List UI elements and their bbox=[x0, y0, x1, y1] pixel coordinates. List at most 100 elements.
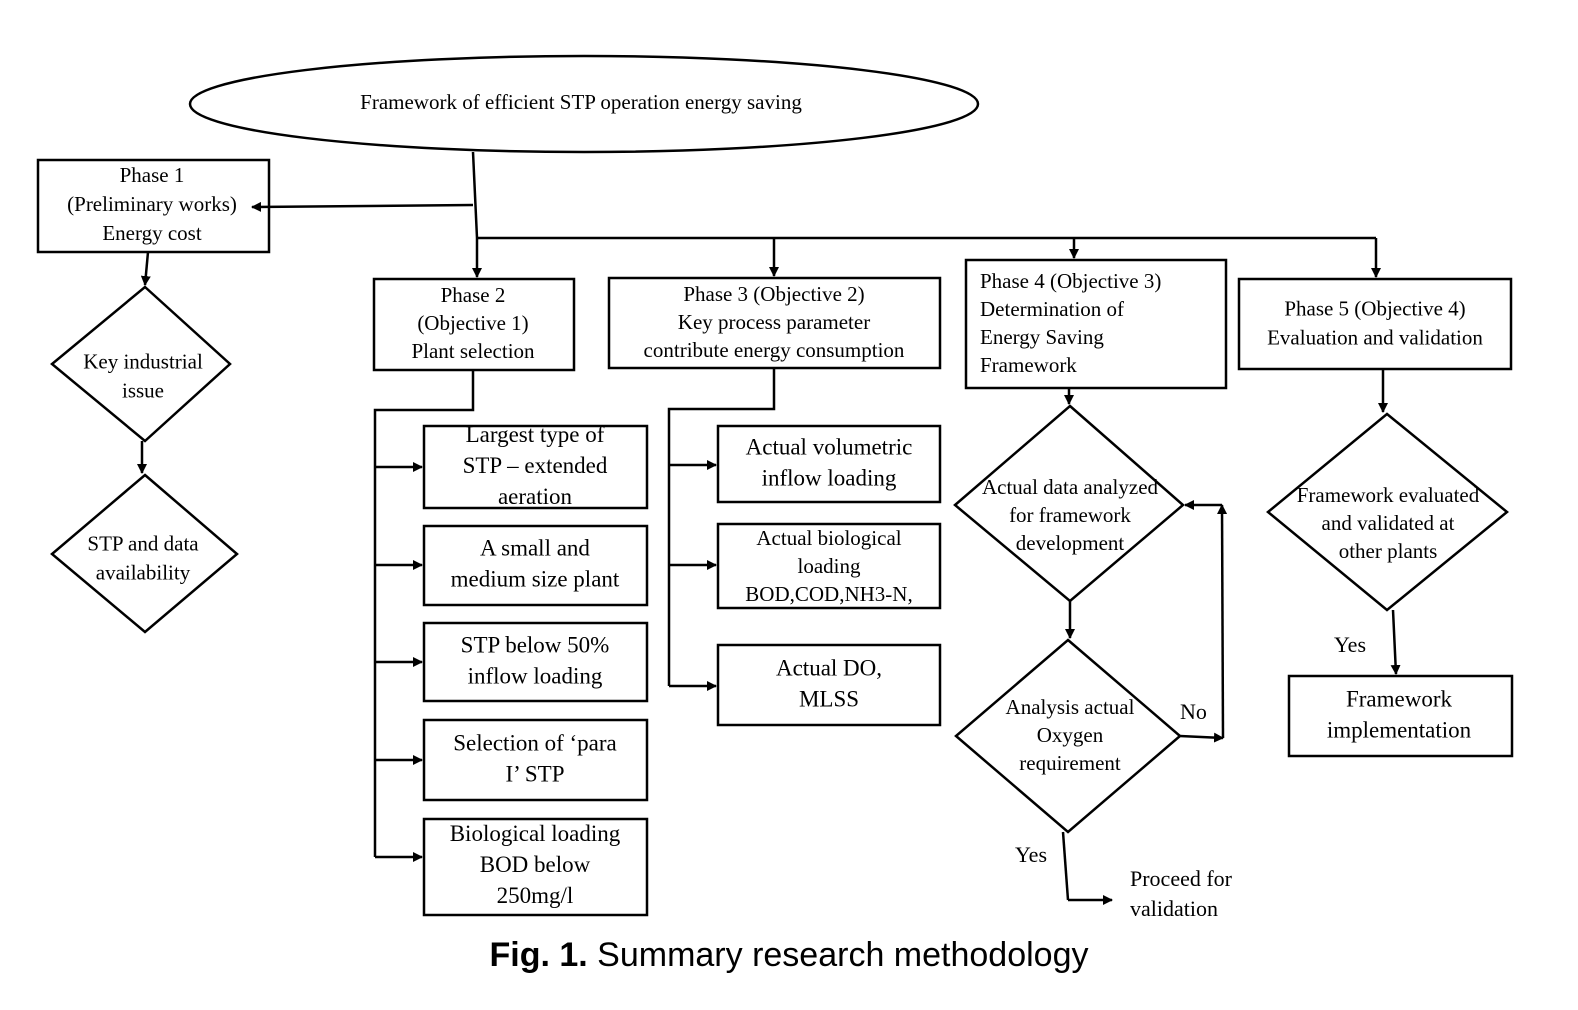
phase5-yes-label: Yes bbox=[1334, 632, 1366, 657]
phase4-box-text-line-2: Determination of bbox=[980, 297, 1124, 321]
phase3-item-text-1: Actual volumetric inflow loading bbox=[746, 435, 913, 491]
connector-title-trunk bbox=[471, 151, 479, 239]
phase3-box-text: Phase 3 (Objective 2) Key process paramet… bbox=[644, 282, 905, 362]
phase3-item-text-3-line-2: MLSS bbox=[799, 687, 859, 712]
figure-caption-text: Summary research methodology bbox=[587, 936, 1089, 974]
arrow-phase1-to-decision1 bbox=[140, 251, 151, 286]
phase2-item-box-3 bbox=[422, 621, 649, 703]
phase3-item-text-2-line-3: BOD,COD,NH3-N, bbox=[745, 582, 912, 606]
phase3-box-text-line-1: Phase 3 (Objective 2) bbox=[683, 282, 864, 306]
phase3-item-text-3: Actual DO, MLSS bbox=[776, 656, 882, 712]
phase2-item-box-1 bbox=[422, 424, 649, 510]
phase3-box-text-line-3: contribute energy consumption bbox=[644, 338, 905, 362]
phase4-decision2-text-line-1: Analysis actual bbox=[1006, 695, 1135, 719]
phase3-item-text-1-line-2: inflow loading bbox=[762, 466, 897, 491]
phase3-item-text-2-line-2: loading bbox=[798, 554, 861, 578]
phase2-item-box-2 bbox=[422, 524, 649, 607]
phase2-item-text-3-line-1: STP below 50% bbox=[461, 633, 610, 658]
phase5-decision-text-line-2: and validated at bbox=[1322, 511, 1455, 535]
arrow-no-right bbox=[1179, 732, 1224, 743]
phase5-box-text: Phase 5 (Objective 4) Evaluation and vali… bbox=[1267, 296, 1483, 349]
phase1-decision2-text-line-2: availability bbox=[96, 560, 191, 584]
phase2-item-text-4-line-2: I’ STP bbox=[506, 762, 565, 787]
phase2-item-text-5-line-2: BOD below bbox=[480, 852, 591, 877]
phase1-decision1-text-line-1: Key industrial bbox=[83, 349, 203, 373]
phase2-item-text-5-line-3: 250mg/l bbox=[497, 883, 574, 908]
phase1-box-text-line-3: Energy cost bbox=[102, 221, 202, 245]
phase3-item-text-3-line-1: Actual DO, bbox=[776, 656, 882, 681]
phase2-item-text-4-line-1: Selection of ‘para bbox=[453, 731, 616, 756]
phase3-box-text-line-2: Key process parameter bbox=[678, 310, 870, 334]
phase5-decision-text-line-3: other plants bbox=[1339, 539, 1438, 563]
phase2-box-text-line-1: Phase 2 bbox=[441, 283, 506, 307]
phase2-item-text-2-line-2: medium size plant bbox=[451, 567, 620, 592]
phase5-box-text-line-2: Evaluation and validation bbox=[1267, 325, 1483, 349]
phase5-decision-shape bbox=[1266, 412, 1509, 612]
phase2-item-text-1-line-1: Largest type of bbox=[466, 422, 605, 447]
phase5-outcome-text-line-2: implementation bbox=[1327, 718, 1472, 743]
connector-yes-down bbox=[1061, 831, 1070, 901]
phase1-box-text: Phase 1 (Preliminary works) Energy cost bbox=[67, 163, 237, 245]
phase4-yes-label: Yes bbox=[1015, 842, 1047, 867]
phase2-item-box-5 bbox=[422, 817, 649, 917]
phase1-decision1-text-line-2: issue bbox=[122, 378, 164, 402]
phase1-decision1-shape bbox=[50, 285, 232, 443]
phase2-item-text-2: A small and medium size plant bbox=[451, 536, 620, 592]
phase5-box-text-line-1: Phase 5 (Objective 4) bbox=[1284, 296, 1465, 320]
phase2-item-text-4: Selection of ‘para I’ STP bbox=[453, 731, 616, 787]
phase3-item-text-2-line-1: Actual biological bbox=[756, 526, 901, 550]
phase2-item-text-3: STP below 50% inflow loading bbox=[461, 633, 610, 689]
phase1-decision1-text: Key industrial issue bbox=[83, 349, 203, 402]
phase1-decision2-shape bbox=[50, 473, 239, 634]
phase4-box-text-line-4: Framework bbox=[980, 353, 1077, 377]
arrow-no-up bbox=[1217, 504, 1228, 739]
arrow-decision-to-outcome bbox=[1390, 609, 1401, 675]
phase2-item-box-4 bbox=[422, 718, 649, 802]
phase2-item-text-3-line-2: inflow loading bbox=[468, 664, 603, 689]
phase2-item-text-1-line-2: STP – extended bbox=[463, 453, 608, 478]
arrow-to-phase1 bbox=[251, 201, 474, 212]
phase5-outcome-text-line-1: Framework bbox=[1346, 687, 1453, 712]
phase2-box-text: Phase 2 (Objective 1) Plant selection bbox=[411, 283, 535, 363]
phase4-box-text: Phase 4 (Objective 3) Determination of Ene… bbox=[980, 269, 1161, 377]
phase4-outcome-text-line-1: Proceed for bbox=[1130, 866, 1233, 891]
phase5-outcome-text: Framework implementation bbox=[1327, 687, 1472, 743]
phase3-item-box-2 bbox=[716, 522, 942, 610]
phase4-decision2-shape bbox=[954, 638, 1182, 834]
phase2-item-text-1-line-3: aeration bbox=[498, 484, 573, 509]
phase4-box-text-line-1: Phase 4 (Objective 3) bbox=[980, 269, 1161, 293]
phase2-item-text-1: Largest type of STP – extended aeration bbox=[463, 422, 608, 509]
phase4-decision1-text-line-3: development bbox=[1016, 531, 1125, 555]
phase1-box-text-line-2: (Preliminary works) bbox=[67, 192, 237, 216]
phase5-outcome-box bbox=[1287, 674, 1514, 758]
phase2-box-text-line-2: (Objective 1) bbox=[417, 311, 528, 335]
phase5-box bbox=[1237, 277, 1513, 371]
phase1-decision2-text-line-1: STP and data bbox=[87, 531, 199, 555]
phase4-box bbox=[964, 258, 1228, 390]
phase4-box-text-line-3: Energy Saving bbox=[980, 325, 1104, 349]
figure-caption: Fig. 1. Summary research methodology bbox=[0, 936, 1578, 975]
phase4-decision1-text: Actual data analyzed for framework develop… bbox=[982, 475, 1159, 555]
phase3-item-box-1 bbox=[716, 424, 942, 504]
phase4-no-label: No bbox=[1180, 699, 1207, 724]
phase1-box-text-line-1: Phase 1 bbox=[120, 163, 185, 187]
figure-caption-label: Fig. 1. bbox=[489, 936, 588, 974]
phase2-item-text-5-line-1: Biological loading bbox=[450, 821, 621, 846]
phase4-decision2-text-line-2: Oxygen bbox=[1037, 723, 1104, 747]
phase3-item-box-3 bbox=[716, 643, 942, 727]
phase2-box-text-line-3: Plant selection bbox=[411, 339, 535, 363]
phase1-decision2-text: STP and data availability bbox=[87, 531, 199, 584]
connector-phase2-branch bbox=[373, 370, 475, 857]
phase3-item-text-1-line-1: Actual volumetric bbox=[746, 435, 913, 460]
phase4-decision1-text-line-1: Actual data analyzed bbox=[982, 475, 1159, 499]
title-node-text-line-1: Framework of efficient STP operation ene… bbox=[360, 90, 802, 114]
title-node-text: Framework of efficient STP operation ene… bbox=[360, 90, 802, 114]
phase2-item-text-2-line-1: A small and bbox=[480, 536, 590, 561]
phase4-decision1-text-line-2: for framework bbox=[1009, 503, 1131, 527]
